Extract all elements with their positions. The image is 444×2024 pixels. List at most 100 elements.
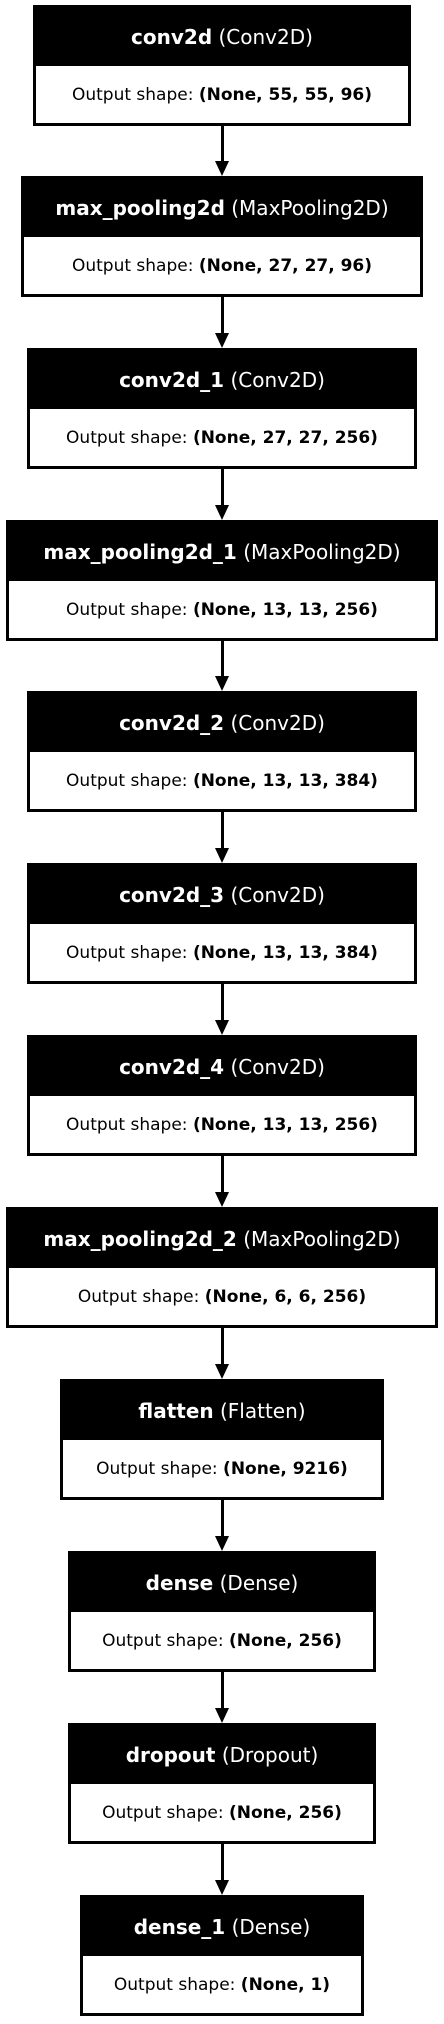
arrow-head-icon xyxy=(215,1880,229,1895)
layer-type: (Flatten) xyxy=(220,1399,306,1423)
output-shape-value: (None, 13, 13, 384) xyxy=(192,942,378,963)
layer-type: (MaxPooling2D) xyxy=(243,1227,401,1251)
arrow-head-icon xyxy=(215,1192,229,1207)
layer-output-row: Output shape: (None, 13, 13, 256) xyxy=(9,581,435,638)
layer-type: (Conv2D) xyxy=(230,1055,325,1079)
output-shape-label: Output shape: xyxy=(66,427,188,448)
layer-type: (Dropout) xyxy=(221,1743,319,1767)
output-shape-value: (None, 27, 27, 96) xyxy=(198,255,373,276)
output-shape-value: (None, 13, 13, 256) xyxy=(192,599,378,620)
layer-node-max-pooling2d-1: max_pooling2d_1 (MaxPooling2D)Output sha… xyxy=(6,520,438,641)
connector-arrow-line xyxy=(220,641,224,676)
output-shape-value: (None, 55, 55, 96) xyxy=(198,84,373,105)
connector-arrow-line xyxy=(220,126,224,161)
layer-type: (Dense) xyxy=(219,1571,299,1595)
layer-type: (Conv2D) xyxy=(230,883,325,907)
arrow-head-icon xyxy=(215,1364,229,1379)
output-shape-value: (None, 256) xyxy=(228,1630,342,1651)
layer-output-row: Output shape: (None, 1) xyxy=(83,1956,361,2013)
layer-name: dropout xyxy=(125,1743,216,1767)
layer-type: (Conv2D) xyxy=(230,711,325,735)
output-shape-label: Output shape: xyxy=(96,1458,218,1479)
layer-header: max_pooling2d (MaxPooling2D) xyxy=(24,179,420,237)
arrow-head-icon xyxy=(215,333,229,348)
layer-name: conv2d_2 xyxy=(119,711,225,735)
layer-output-row: Output shape: (None, 13, 13, 384) xyxy=(30,752,414,809)
layer-header: conv2d_3 (Conv2D) xyxy=(30,866,414,924)
layer-name: flatten xyxy=(138,1399,214,1423)
layer-name: conv2d xyxy=(131,25,213,49)
output-shape-value: (None, 27, 27, 256) xyxy=(192,427,378,448)
layer-output-row: Output shape: (None, 9216) xyxy=(63,1440,381,1497)
layer-name: max_pooling2d xyxy=(55,196,225,220)
output-shape-label: Output shape: xyxy=(66,599,188,620)
layer-output-row: Output shape: (None, 27, 27, 96) xyxy=(24,237,420,294)
layer-header: dense (Dense) xyxy=(71,1554,373,1612)
connector-arrow-line xyxy=(220,1500,224,1536)
output-shape-label: Output shape: xyxy=(102,1630,224,1651)
layer-node-conv2d: conv2d (Conv2D)Output shape: (None, 55, … xyxy=(33,5,411,126)
output-shape-label: Output shape: xyxy=(102,1802,224,1823)
output-shape-label: Output shape: xyxy=(71,255,194,276)
layer-name: max_pooling2d_1 xyxy=(43,540,237,564)
layer-output-row: Output shape: (None, 256) xyxy=(71,1612,373,1669)
arrow-head-icon xyxy=(215,505,229,520)
layer-output-row: Output shape: (None, 55, 55, 96) xyxy=(36,66,408,123)
output-shape-label: Output shape: xyxy=(77,1286,200,1307)
layer-name: conv2d_4 xyxy=(119,1055,225,1079)
layer-node-max-pooling2d-2: max_pooling2d_2 (MaxPooling2D)Output sha… xyxy=(6,1207,438,1328)
connector-arrow-line xyxy=(220,469,224,505)
connector-arrow-line xyxy=(220,1672,224,1708)
arrow-head-icon xyxy=(215,161,229,176)
layer-header: max_pooling2d_1 (MaxPooling2D) xyxy=(9,523,435,581)
layer-node-dropout: dropout (Dropout) Output shape: (None, 25… xyxy=(68,1723,376,1844)
layer-type: (Dense) xyxy=(231,1915,311,1939)
layer-node-conv2d-1: conv2d_1 (Conv2D)Output shape: (None, 27… xyxy=(27,348,417,469)
arrow-head-icon xyxy=(215,1708,229,1723)
layer-header: dense_1 (Dense) xyxy=(83,1898,361,1956)
connector-arrow-line xyxy=(220,984,224,1020)
connector-arrow-line xyxy=(220,297,224,333)
layer-header: conv2d (Conv2D) xyxy=(36,8,408,66)
layer-name: max_pooling2d_2 xyxy=(43,1227,237,1251)
arrow-head-icon xyxy=(215,848,229,863)
output-shape-label: Output shape: xyxy=(66,942,188,963)
arrow-head-icon xyxy=(215,1020,229,1035)
layer-output-row: Output shape: (None, 13, 13, 384) xyxy=(30,924,414,981)
output-shape-label: Output shape: xyxy=(66,1114,188,1135)
layer-output-row: Output shape: (None, 27, 27, 256) xyxy=(30,409,414,466)
output-shape-value: (None, 13, 13, 384) xyxy=(192,770,378,791)
output-shape-value: (None, 256) xyxy=(228,1802,342,1823)
output-shape-value: (None, 6, 6, 256) xyxy=(204,1286,367,1307)
layer-header: conv2d_2 (Conv2D) xyxy=(30,694,414,752)
output-shape-value: (None, 13, 13, 256) xyxy=(192,1114,378,1135)
output-shape-label: Output shape: xyxy=(66,770,188,791)
connector-arrow-line xyxy=(220,812,224,848)
layer-output-row: Output shape: (None, 6, 6, 256) xyxy=(9,1268,435,1325)
arrow-head-icon xyxy=(215,676,229,691)
layer-type: (Conv2D) xyxy=(218,25,313,49)
layer-node-dense-1: dense_1 (Dense)Output shape: (None, 1) xyxy=(80,1895,364,2016)
output-shape-label: Output shape: xyxy=(113,1974,236,1995)
layer-type: (MaxPooling2D) xyxy=(231,196,389,220)
layer-type: (Conv2D) xyxy=(230,368,325,392)
layer-type: (MaxPooling2D) xyxy=(243,540,401,564)
layer-name: conv2d_1 xyxy=(119,368,225,392)
layer-node-flatten: flatten (Flatten) Output shape: (None, 92… xyxy=(60,1379,384,1500)
output-shape-label: Output shape: xyxy=(71,84,194,105)
arrow-head-icon xyxy=(215,1536,229,1551)
layer-header: dropout (Dropout) xyxy=(71,1726,373,1784)
connector-arrow-line xyxy=(220,1844,224,1880)
output-shape-value: (None, 9216) xyxy=(223,1458,348,1479)
layer-header: conv2d_4 (Conv2D) xyxy=(30,1038,414,1096)
layer-header: max_pooling2d_2 (MaxPooling2D) xyxy=(9,1210,435,1268)
layer-node-conv2d-4: conv2d_4 (Conv2D) Output shape: (None, 13… xyxy=(27,1035,417,1156)
layer-name: dense_1 xyxy=(133,1915,226,1939)
connector-arrow-line xyxy=(220,1328,224,1364)
layer-node-max-pooling2d: max_pooling2d (MaxPooling2D)Output shape… xyxy=(21,176,423,297)
layer-node-conv2d-2: conv2d_2 (Conv2D)Output shape: (None, 13… xyxy=(27,691,417,812)
layer-header: conv2d_1 (Conv2D) xyxy=(30,351,414,409)
connector-arrow-line xyxy=(220,1156,224,1192)
layer-node-conv2d-3: conv2d_3 (Conv2D)Output shape: (None, 13… xyxy=(27,863,417,984)
